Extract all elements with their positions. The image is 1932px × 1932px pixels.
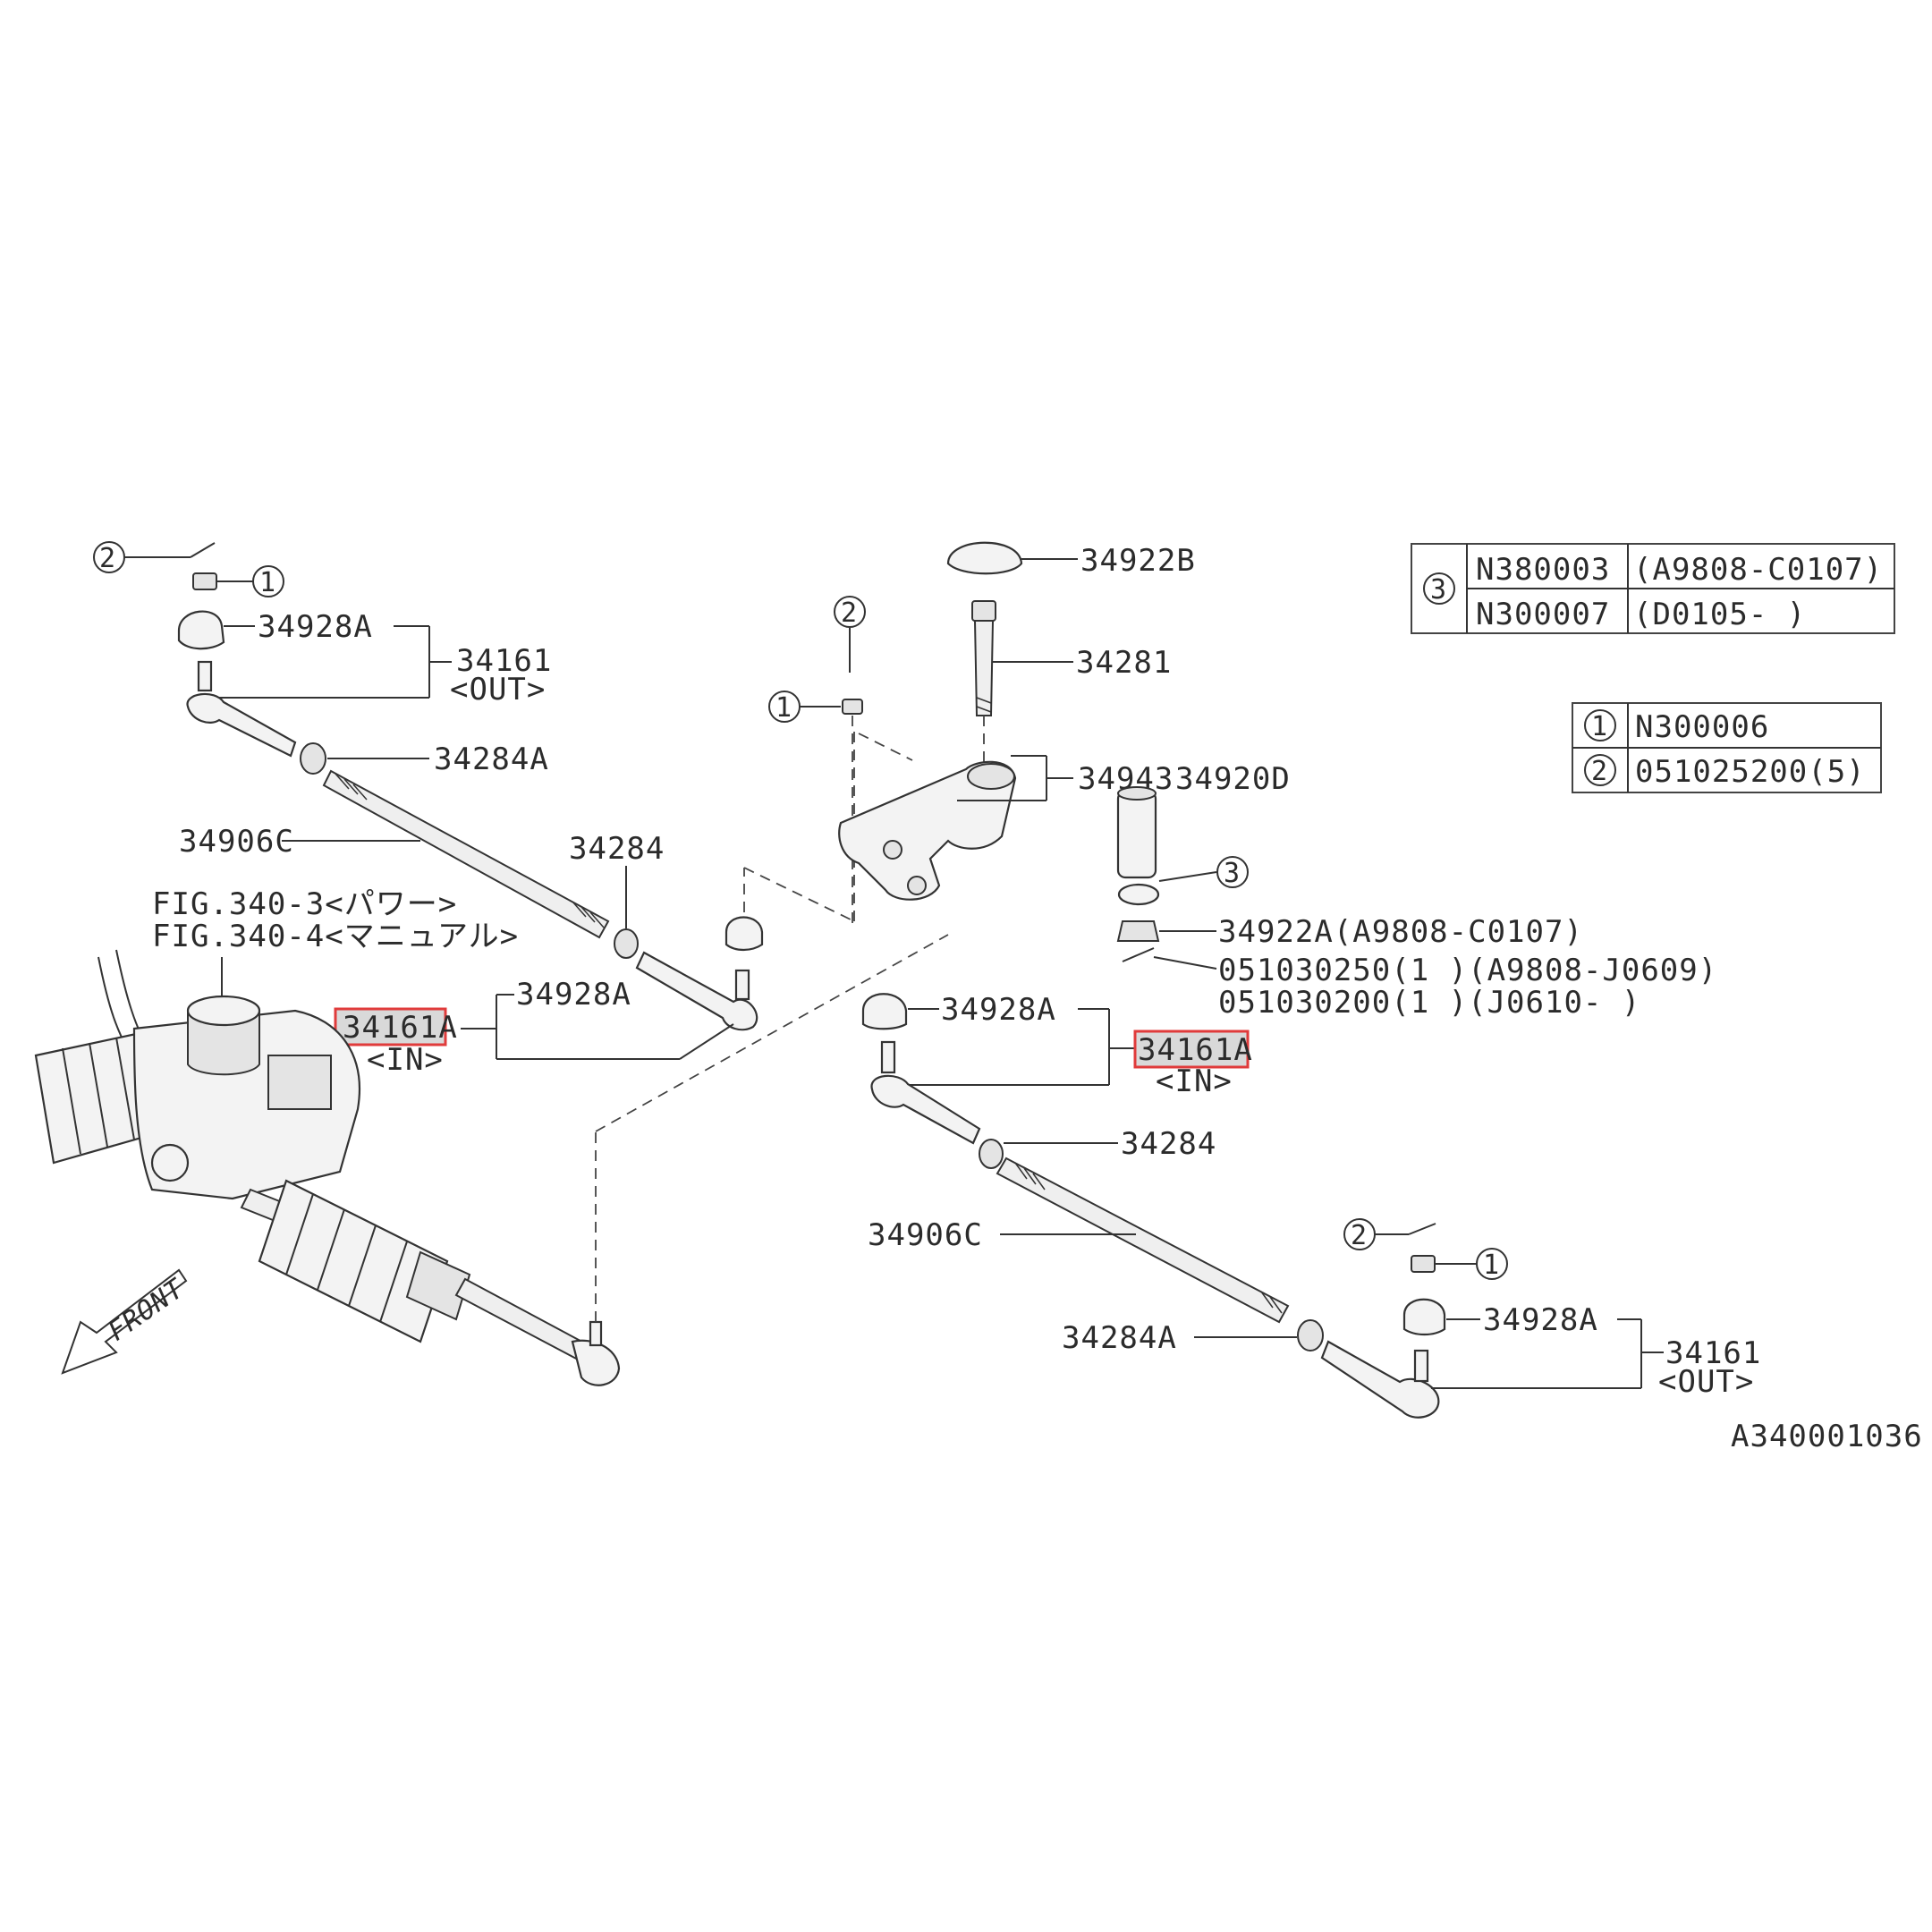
label-051030200: 051030200(1 )(J0610- ) bbox=[1218, 985, 1640, 1021]
label-in-middle-right: <IN> bbox=[1156, 1063, 1233, 1099]
label-34161A-middle-right: 34161A bbox=[1138, 1032, 1253, 1068]
label-fig-340-4: FIG.340-4<マニュアル> bbox=[152, 919, 519, 954]
callout-1-icon bbox=[1476, 1248, 1508, 1280]
highlight-box-34161A-right bbox=[1133, 1030, 1250, 1069]
label-051030250: 051030250(1 )(A9808-J0609) bbox=[1218, 953, 1717, 988]
label-34906C-bottom-right: 34906C bbox=[868, 1217, 983, 1253]
callout-3-icon bbox=[1216, 856, 1249, 888]
tie-rod-shaft-icon bbox=[996, 1157, 1290, 1324]
idler-bolt-icon bbox=[973, 620, 995, 716]
outer-tie-rod-end-icon bbox=[1320, 1340, 1440, 1419]
label-fig-340-3: FIG.340-3<パワー> bbox=[152, 886, 457, 922]
jam-nut-icon bbox=[614, 928, 639, 959]
callout-2-text: 2 bbox=[1351, 1220, 1368, 1251]
callout-1-text: 1 bbox=[1483, 1250, 1500, 1281]
label-34922B: 34922B bbox=[1080, 543, 1196, 579]
inner-tie-rod-end-icon bbox=[870, 1074, 981, 1145]
lock-nut-icon bbox=[1297, 1319, 1324, 1352]
callout-3-icon bbox=[1423, 572, 1455, 605]
callout-1-icon bbox=[252, 565, 284, 597]
label-front: FRONT bbox=[103, 1273, 191, 1348]
center-idler-assembly: 2 1 34922B 34281 34943 34920D bbox=[768, 541, 1717, 1021]
dust-boot-icon bbox=[861, 993, 908, 1030]
nut-icon bbox=[971, 600, 996, 622]
middle-left-inner-callout: 34928A 34161A <IN> bbox=[334, 977, 734, 1078]
label-34928A-middle-left: 34928A bbox=[516, 977, 631, 1013]
ball-stud-icon bbox=[880, 1040, 896, 1074]
label-in-middle-left: <IN> bbox=[367, 1042, 444, 1078]
outer-tie-rod-end-icon bbox=[186, 692, 297, 758]
callout-2-text: 2 bbox=[99, 543, 116, 574]
jam-nut-icon bbox=[979, 1139, 1004, 1169]
front-arrow-icon bbox=[61, 1268, 188, 1375]
callout-2-icon bbox=[834, 596, 866, 628]
label-34281: 34281 bbox=[1076, 645, 1172, 681]
nut-icon bbox=[1411, 1255, 1436, 1273]
table3-row2-note: (D0105- ) bbox=[1633, 597, 1806, 632]
table3-row2-part: N300007 bbox=[1476, 597, 1610, 632]
callout-1-icon bbox=[1584, 709, 1616, 741]
ball-stud-icon bbox=[197, 660, 213, 692]
label-34928A-bottom-right: 34928A bbox=[1483, 1302, 1598, 1338]
label-34161-top-left: 34161 bbox=[456, 643, 552, 679]
table3-key: 3 bbox=[1430, 574, 1447, 606]
cap-icon bbox=[946, 541, 1023, 575]
idler-arm-icon bbox=[838, 760, 1017, 901]
table3-row1-part: N380003 bbox=[1476, 552, 1610, 588]
top-left-tie-rod-assembly: 2 1 34928A 34161 <OUT> 34284A 34906C bbox=[93, 541, 855, 1031]
ball-stud-icon bbox=[1413, 1349, 1429, 1383]
label-34284-top-left: 34284 bbox=[569, 831, 665, 867]
callout-2-text: 2 bbox=[841, 597, 858, 629]
nut-icon bbox=[842, 699, 863, 715]
mount-bracket-icon bbox=[267, 1055, 332, 1110]
highlight-box-34161A-left bbox=[334, 1007, 447, 1046]
cotter-pin-icon bbox=[190, 542, 216, 558]
fastener-table-3: 3 N380003 (A9808-C0107) N300007 (D0105- … bbox=[1411, 543, 1895, 634]
fastener-table-1-2: 1 N300006 2 051025200(5) bbox=[1572, 702, 1882, 793]
table12-row2-part: 051025200(5) bbox=[1635, 754, 1866, 790]
label-34284-bottom-right: 34284 bbox=[1121, 1126, 1216, 1162]
cotter-pin-icon bbox=[1122, 947, 1155, 962]
label-34928A-middle-right: 34928A bbox=[941, 992, 1056, 1028]
table3-row1-note: (A9808-C0107) bbox=[1633, 552, 1883, 588]
label-34161A-middle-left: 34161A bbox=[343, 1010, 458, 1046]
callout-1-text: 1 bbox=[259, 567, 276, 598]
castle-nut-icon bbox=[1116, 920, 1160, 942]
washer-icon bbox=[1117, 883, 1160, 906]
rack-boot-right-icon bbox=[258, 1179, 449, 1343]
label-34922A: 34922A(A9808-C0107) bbox=[1218, 914, 1583, 950]
label-34161-bottom-right: 34161 bbox=[1665, 1335, 1761, 1371]
table12-row2-key: 2 bbox=[1591, 756, 1608, 787]
callout-3-text: 3 bbox=[1224, 858, 1241, 889]
label-out-bottom-right: <OUT> bbox=[1658, 1364, 1754, 1400]
table12-row1-part: N300006 bbox=[1635, 709, 1769, 745]
label-out-top-left: <OUT> bbox=[450, 672, 546, 708]
dust-boot-icon bbox=[177, 610, 225, 650]
label-34928A-top-left: 34928A bbox=[258, 609, 373, 645]
ball-stud-icon bbox=[734, 969, 750, 1001]
callout-1-text: 1 bbox=[775, 692, 792, 724]
drawing-code: A340001036 bbox=[1731, 1419, 1923, 1454]
nut-icon bbox=[192, 572, 217, 590]
bushing-icon bbox=[1116, 790, 1157, 879]
label-34284A-bottom-right: 34284A bbox=[1062, 1320, 1177, 1356]
rod-end-icon bbox=[571, 1339, 621, 1386]
steering-gearbox-assembly: FIG.340-3<パワー> FIG.340-4<マニュアル> FRONT bbox=[34, 886, 949, 1386]
bottom-right-tie-rod-assembly: 34928A 34161A <IN> 34284 34906C 34284A 3… bbox=[861, 992, 1761, 1419]
ball-stud-icon bbox=[589, 1320, 603, 1347]
callout-2-icon bbox=[1584, 754, 1616, 786]
dust-boot-icon bbox=[724, 916, 764, 952]
lock-nut-icon bbox=[300, 742, 326, 775]
cotter-pin-icon bbox=[1408, 1223, 1436, 1235]
label-34284A-top-left: 34284A bbox=[434, 741, 549, 777]
label-34906C-top-left: 34906C bbox=[179, 824, 294, 860]
table12-row1-key: 1 bbox=[1591, 711, 1608, 742]
tie-rod-shaft-icon bbox=[322, 769, 610, 939]
dust-boot-icon bbox=[1402, 1298, 1446, 1336]
label-34920D: 34920D bbox=[1175, 761, 1291, 797]
